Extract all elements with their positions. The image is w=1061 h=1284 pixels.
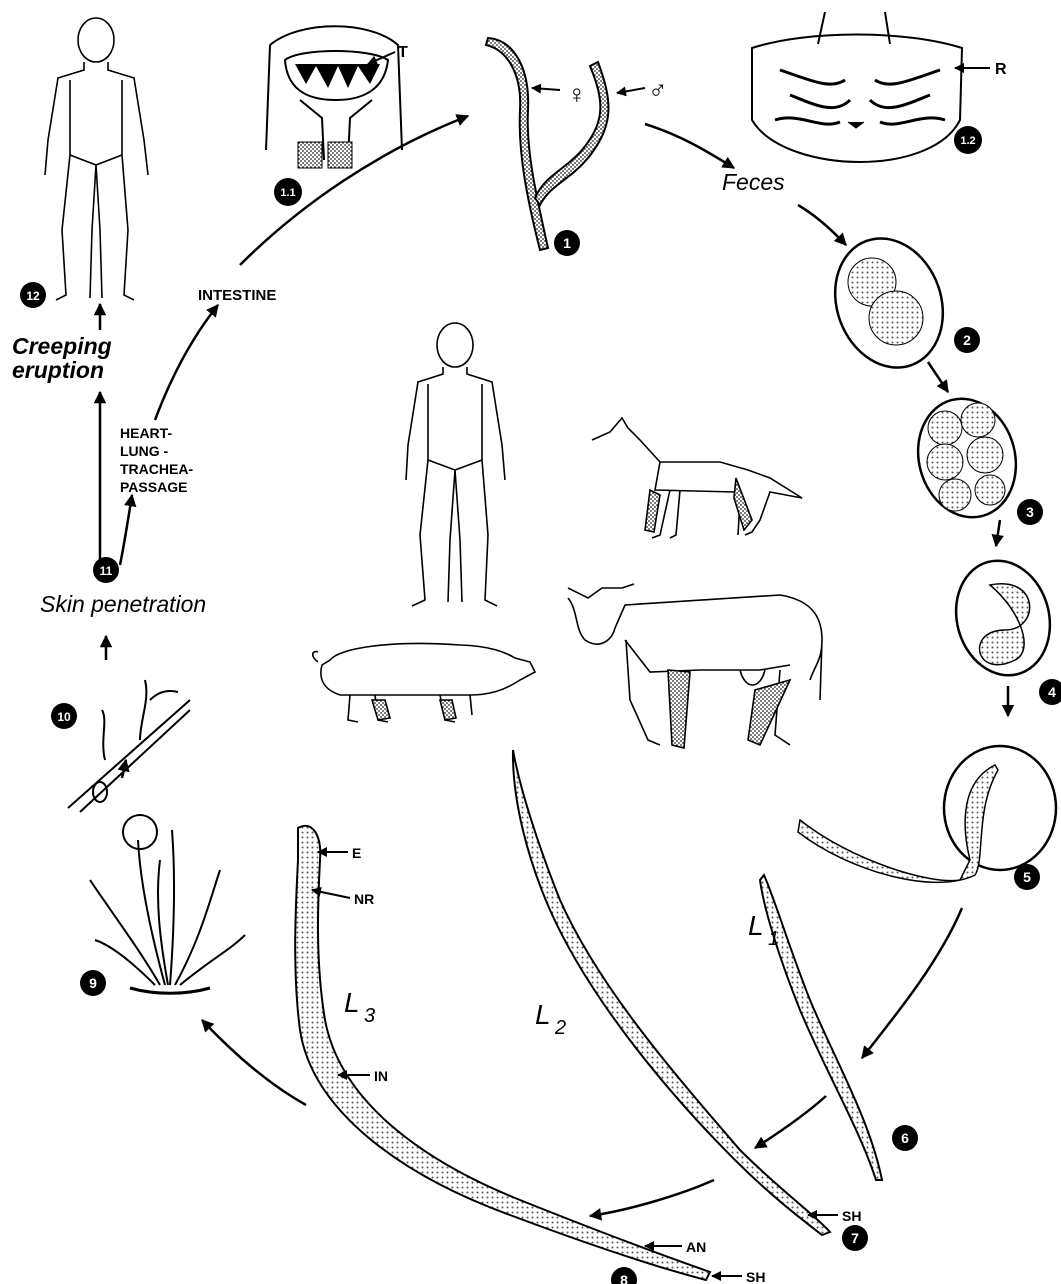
- larva-l1-illustration: [760, 875, 882, 1180]
- label-in: IN: [374, 1068, 388, 1084]
- female-symbol: ♀: [567, 79, 587, 109]
- stage-5-label: 5: [1023, 869, 1031, 885]
- label-intestine: INTESTINE: [198, 287, 276, 304]
- stage-7-label: 7: [851, 1230, 859, 1246]
- label-l3-sub: 3: [364, 1005, 375, 1027]
- cow-host-illustration: [568, 584, 822, 748]
- label-feces: Feces: [722, 169, 785, 195]
- label-trachea: TRACHEA-: [120, 461, 193, 477]
- label-an: AN: [686, 1239, 706, 1255]
- label-creeping: Creeping: [12, 333, 112, 359]
- label-l1-sub: 1: [768, 928, 779, 950]
- label-eruption: eruption: [12, 357, 104, 383]
- label-l3: L: [344, 987, 360, 1018]
- buccal-capsule-illustration: T: [266, 26, 408, 168]
- human-host-illustration: [406, 323, 505, 606]
- stage-12-label: 12: [26, 289, 40, 303]
- grass-illustration: [90, 815, 245, 993]
- adult-worms-illustration: ♀ ♂: [486, 38, 668, 250]
- male-symbol: ♂: [648, 74, 668, 104]
- dog-host-illustration: [592, 418, 802, 538]
- label-t: T: [398, 44, 408, 61]
- stage-1-1-label: 1.1: [280, 187, 295, 199]
- label-l2: L: [535, 999, 551, 1030]
- label-heart: HEART-: [120, 425, 172, 441]
- label-r: R: [995, 61, 1007, 78]
- label-l2-sub: 2: [554, 1017, 566, 1039]
- stage-9-label: 9: [89, 975, 97, 991]
- stage-4-label: 4: [1048, 684, 1056, 700]
- stage-3-label: 3: [1026, 504, 1034, 520]
- stage-1-label: 1: [563, 235, 571, 251]
- human-stage-12-illustration: [45, 18, 148, 300]
- egg-two-cell-illustration: [818, 223, 961, 383]
- stage-2-label: 2: [963, 332, 971, 348]
- label-lung: LUNG -: [120, 443, 169, 459]
- larva-l2-illustration: [513, 750, 830, 1235]
- label-passage: PASSAGE: [120, 479, 187, 495]
- stage-6-label: 6: [901, 1130, 909, 1146]
- label-l1: L: [748, 910, 764, 941]
- label-nr: NR: [354, 891, 374, 907]
- label-sh-7: SH: [842, 1208, 861, 1224]
- stage-8-label: 8: [620, 1272, 628, 1284]
- pig-host-illustration: [313, 643, 535, 722]
- grass-stem-illustration: [68, 680, 190, 812]
- label-e: E: [352, 845, 361, 861]
- hatching-larva-illustration: [798, 746, 1056, 882]
- egg-morula-illustration: [905, 388, 1029, 529]
- label-skin-penetration: Skin penetration: [40, 591, 206, 617]
- label-sh-8: SH: [746, 1269, 765, 1284]
- egg-larvated-illustration: [944, 550, 1061, 686]
- stage-11-label: 11: [100, 564, 113, 578]
- stage-10-label: 10: [57, 710, 71, 724]
- stage-1-2-label: 1.2: [960, 135, 975, 147]
